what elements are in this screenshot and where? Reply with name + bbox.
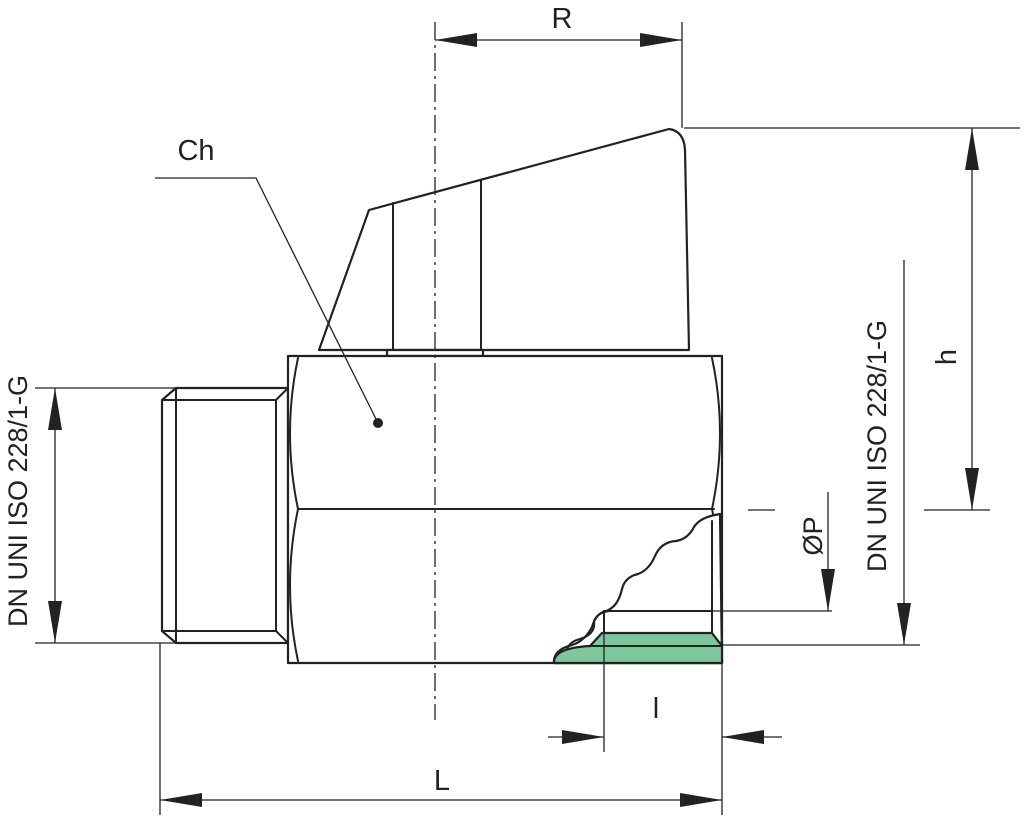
thread-dimension-left: DN UNI ISO 228/1-G — [3, 375, 176, 644]
cutaway-section — [552, 512, 724, 665]
thread-right-label: DN UNI ISO 228/1-G — [862, 320, 892, 572]
hex-arc-left-top — [289, 357, 299, 510]
Ch-leader — [155, 177, 379, 424]
thread-chamfer-top — [275, 387, 289, 401]
callout-Ch: Ch — [155, 135, 383, 428]
l-arrow-left — [562, 730, 604, 744]
thread-profile-wave — [565, 610, 611, 655]
dimension-P: ØP — [712, 492, 835, 612]
handle-body — [317, 127, 691, 352]
thread-end-outline — [160, 386, 290, 645]
dimension-l: l — [548, 633, 782, 752]
P-arrow — [821, 569, 835, 611]
Ch-leader-dot — [373, 418, 383, 428]
thread-left-arrow-top — [48, 388, 62, 430]
h-arrow-bottom — [965, 468, 979, 510]
dimension-R: R — [435, 3, 683, 128]
hex-arc-right-top — [711, 357, 721, 510]
L-arrow-right — [680, 793, 722, 807]
L-arrow-left — [160, 793, 202, 807]
P-label: ØP — [798, 516, 828, 555]
thread-left-arrow-bottom — [48, 601, 62, 643]
l-label: l — [653, 693, 659, 725]
thread-left-label: DN UNI ISO 228/1-G — [3, 375, 33, 627]
lever-handle — [317, 127, 691, 358]
male-thread-end — [160, 386, 290, 645]
l-arrow-right — [722, 730, 764, 744]
h-arrow-top — [965, 128, 979, 170]
Ch-label: Ch — [177, 135, 214, 167]
dimension-L: L — [159, 643, 723, 815]
h-label: h — [931, 349, 963, 365]
hex-arc-left-bottom — [289, 508, 299, 662]
R-arrow-left — [435, 33, 477, 47]
seal-ring — [552, 631, 724, 665]
dimension-h: h — [684, 127, 1020, 511]
thread-dimension-right: DN UNI ISO 228/1-G — [722, 260, 920, 646]
L-label: L — [434, 765, 450, 797]
R-label: R — [552, 3, 573, 35]
R-arrow-right — [640, 33, 682, 47]
thread-chamfer-bottom — [275, 630, 289, 644]
thread-right-arrow — [897, 603, 911, 645]
